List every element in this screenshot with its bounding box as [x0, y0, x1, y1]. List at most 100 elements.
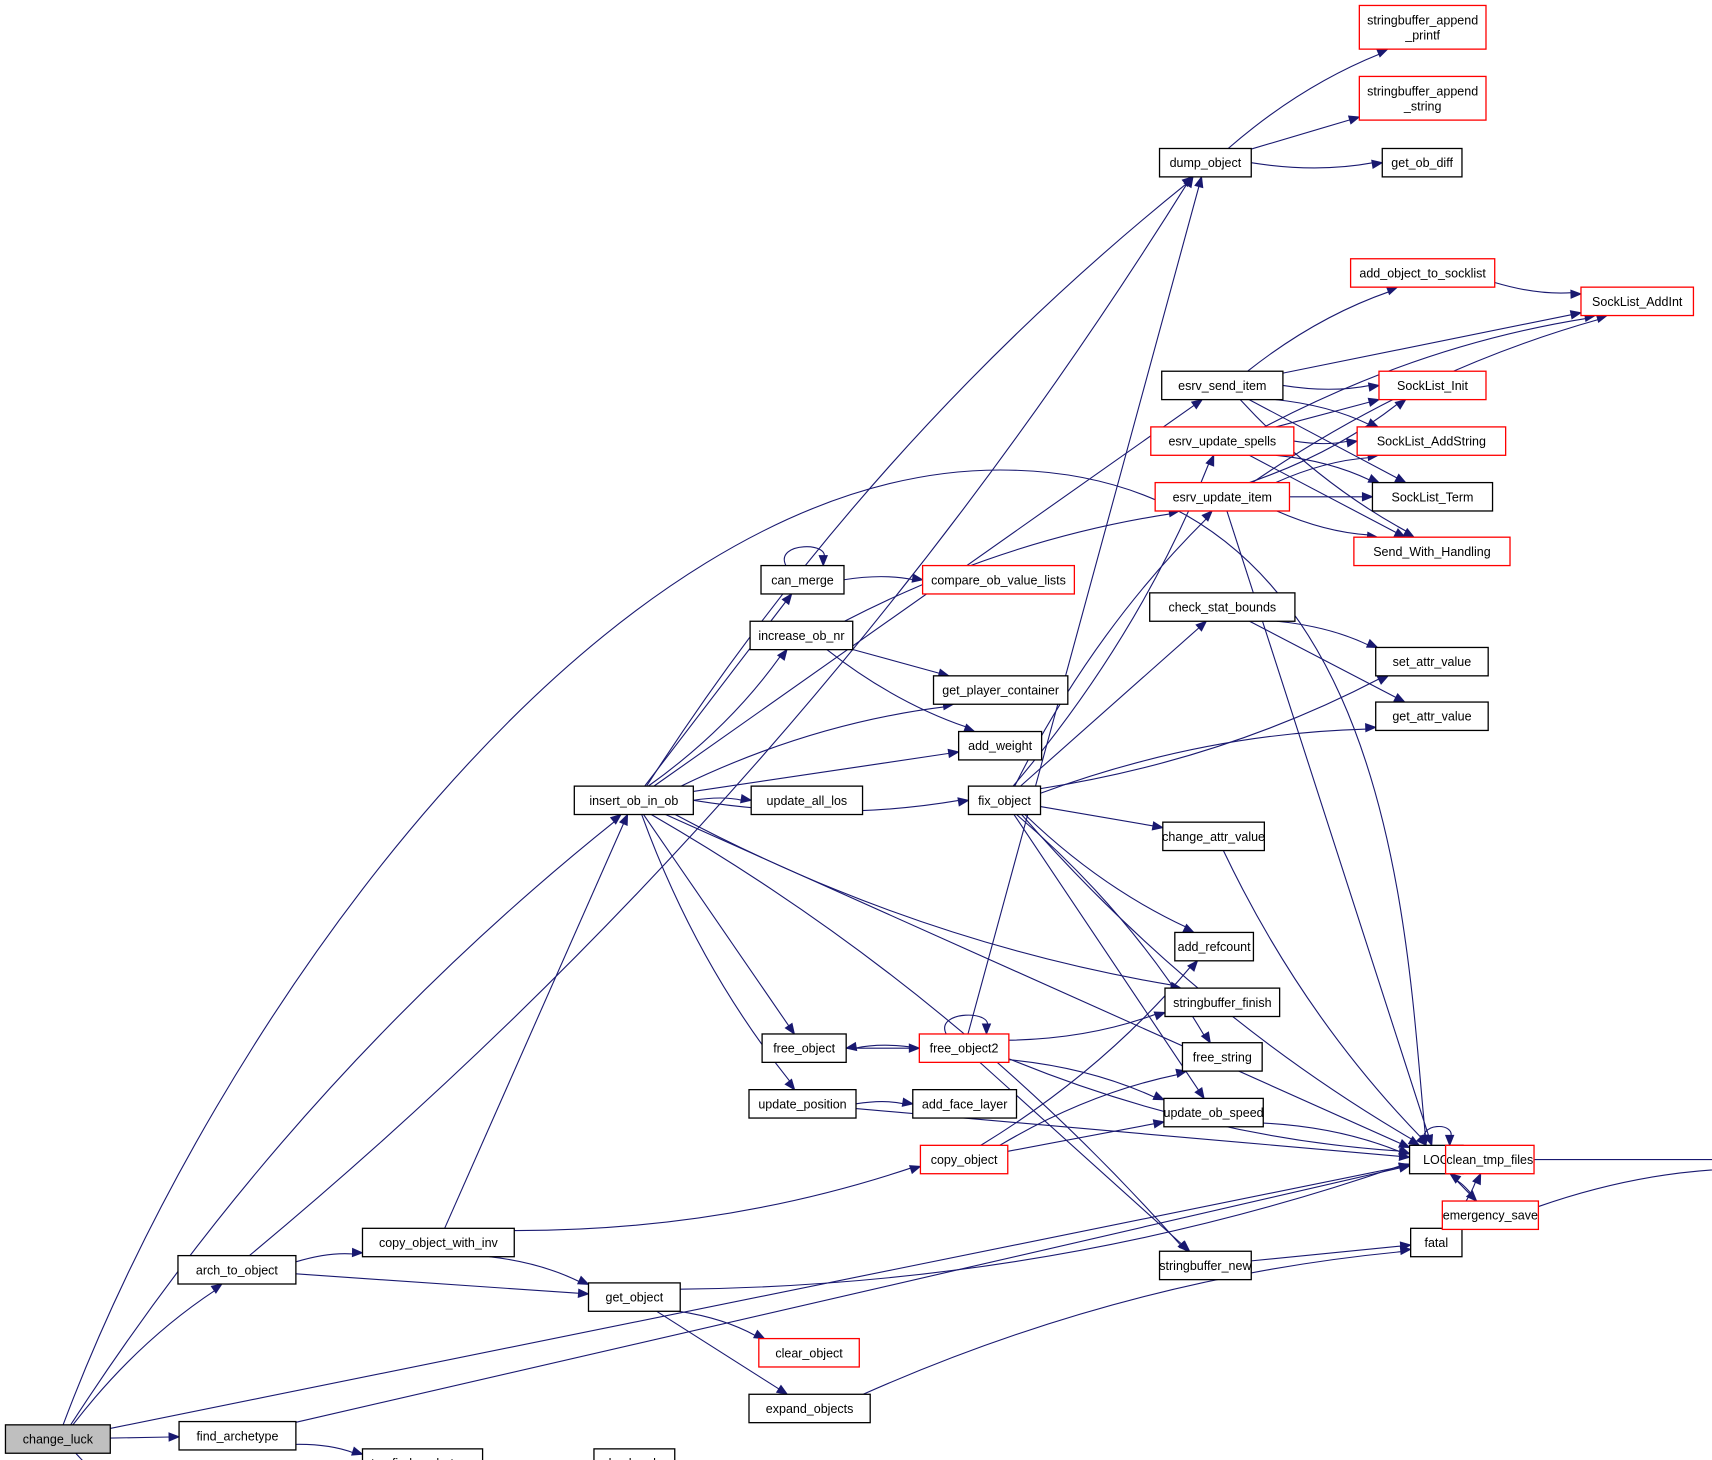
node-hasharch[interactable]: hasharch: [593, 1448, 676, 1460]
node-try_find_archetype[interactable]: try_find_archetype: [361, 1448, 484, 1460]
node-label: SockList_AddString: [1377, 435, 1486, 449]
edge-line: [295, 1253, 354, 1263]
node-change_luck[interactable]: change_luck: [4, 1424, 111, 1454]
node-compare_ob_value_lists[interactable]: compare_ob_value_lists: [921, 564, 1076, 595]
node-box: [1349, 258, 1496, 288]
node-can_merge[interactable]: can_merge: [760, 564, 845, 595]
node-set_attr_value[interactable]: set_attr_value: [1375, 646, 1489, 677]
arrowhead-icon: [618, 813, 629, 827]
node-label: change_luck: [23, 1433, 94, 1447]
edge-line: [1275, 399, 1370, 426]
node-stringbuffer_append_string[interactable]: stringbuffer_append_string: [1358, 75, 1487, 121]
node-stringbuffer_finish[interactable]: stringbuffer_finish: [1164, 987, 1281, 1018]
node-esrv_update_item[interactable]: esrv_update_item: [1154, 481, 1291, 512]
node-copy_object[interactable]: copy_object: [919, 1144, 1009, 1175]
node-fatal[interactable]: fatal: [1410, 1227, 1463, 1258]
node-box: [587, 1282, 681, 1312]
edge-line: [646, 183, 1188, 787]
node-label: get_attr_value: [1392, 710, 1471, 724]
node-label: stringbuffer_new: [1159, 1259, 1252, 1273]
node-add_object_to_socklist[interactable]: add_object_to_socklist: [1349, 258, 1496, 288]
node-emergency_save[interactable]: emergency_save: [1441, 1200, 1540, 1231]
edge-insert_ob_in_ob-to-stringbuffer_new: [650, 814, 1189, 1253]
node-update_ob_speed[interactable]: update_ob_speed: [1163, 1097, 1264, 1128]
node-copy_object_with_inv[interactable]: copy_object_with_inv: [361, 1227, 515, 1258]
node-label: free_string: [1193, 1050, 1252, 1064]
node-add_refcount[interactable]: add_refcount: [1174, 931, 1255, 962]
node-label: set_attr_value: [1393, 655, 1472, 669]
edge-line: [665, 814, 1402, 1145]
arrowhead-icon: [781, 592, 793, 606]
node-label: SockList_Init: [1397, 379, 1468, 393]
edge-get_object-to-LOG: [680, 1163, 1411, 1290]
node-update_all_los[interactable]: update_all_los: [750, 785, 864, 816]
edge-line: [1247, 291, 1390, 372]
node-insert_ob_in_ob[interactable]: insert_ob_in_ob: [573, 785, 694, 816]
edge-line: [1040, 728, 1367, 794]
node-box: [1163, 1097, 1264, 1128]
node-free_object2[interactable]: free_object2: [918, 1033, 1010, 1064]
arrowhead-icon: [1194, 1087, 1205, 1100]
node-esrv_update_spells[interactable]: esrv_update_spells: [1150, 426, 1295, 456]
edge-line: [1249, 620, 1397, 699]
node-label: insert_ob_in_ob: [589, 794, 678, 808]
edge-find_archetype-to-try_find_archetype: [295, 1443, 364, 1456]
node-add_weight[interactable]: add_weight: [957, 730, 1043, 761]
edge-can_merge-to-compare_ob_value_lists: [843, 573, 924, 583]
edge-fix_object-to-LOG: [1021, 814, 1421, 1147]
arrowhead-icon: [1402, 527, 1416, 538]
edge-line: [1494, 281, 1573, 294]
edge-line: [852, 648, 941, 674]
node-Send_With_Handling[interactable]: Send_With_Handling: [1353, 536, 1511, 567]
arrowhead-icon: [1423, 1133, 1434, 1147]
node-dump_object[interactable]: dump_object: [1158, 147, 1252, 178]
edge-insert_ob_in_ob-to-increase_ob_nr: [647, 648, 788, 787]
node-increase_ob_nr[interactable]: increase_ob_nr: [749, 620, 854, 651]
node-box: [1444, 1144, 1535, 1175]
edge-line: [1538, 1169, 1712, 1208]
node-get_attr_value[interactable]: get_attr_value: [1375, 701, 1489, 732]
node-esrv_send_item[interactable]: esrv_send_item: [1161, 370, 1284, 401]
node-add_face_layer[interactable]: add_face_layer: [912, 1089, 1018, 1119]
node-clean_tmp_files[interactable]: clean_tmp_files: [1444, 1144, 1535, 1175]
node-label: hasharch: [609, 1457, 660, 1460]
edge-update_ob_speed-to-LOG: [1263, 1122, 1411, 1155]
node-SockList_AddInt[interactable]: SockList_AddInt: [1580, 286, 1695, 317]
node-SockList_Init[interactable]: SockList_Init: [1378, 370, 1487, 401]
node-free_string[interactable]: free_string: [1181, 1042, 1263, 1072]
node-SockList_AddString[interactable]: SockList_AddString: [1356, 426, 1507, 456]
node-find_archetype[interactable]: find_archetype: [178, 1420, 297, 1451]
node-label: stringbuffer_append: [1367, 84, 1478, 98]
node-get_player_container[interactable]: get_player_container: [932, 675, 1069, 705]
node-SockList_Term[interactable]: SockList_Term: [1371, 481, 1494, 512]
node-arch_to_object[interactable]: arch_to_object: [177, 1254, 297, 1285]
edge-line: [295, 1443, 354, 1454]
node-free_object[interactable]: free_object: [761, 1033, 847, 1064]
node-update_position[interactable]: update_position: [748, 1089, 857, 1119]
node-box: [1580, 286, 1695, 317]
edge-line: [999, 1073, 1179, 1146]
edge-arch_to_object-to-copy_object_with_inv: [295, 1247, 364, 1263]
edge-line: [514, 1167, 912, 1232]
node-expand_objects[interactable]: expand_objects: [748, 1393, 871, 1424]
edge-free_object2-to-free_object2: [944, 1014, 992, 1036]
edge-line: [489, 1256, 581, 1283]
edge-insert_ob_in_ob-to-stringbuffer_finish: [674, 814, 1183, 991]
node-fix_object[interactable]: fix_object: [967, 785, 1042, 816]
node-get_object[interactable]: get_object: [587, 1282, 681, 1312]
node-clear_object[interactable]: clear_object: [758, 1337, 860, 1368]
edge-line: [1007, 1123, 1156, 1152]
arrowhead-icon: [775, 1384, 789, 1395]
edge-free_object2-to-stringbuffer_new: [979, 1061, 1191, 1253]
node-stringbuffer_new[interactable]: stringbuffer_new: [1158, 1250, 1252, 1281]
edge-line: [843, 576, 914, 581]
node-stringbuffer_append_printf[interactable]: stringbuffer_append_printf: [1358, 4, 1487, 50]
edge-line: [70, 820, 616, 1426]
node-change_attr_value[interactable]: change_attr_value: [1162, 821, 1265, 852]
node-check_stat_bounds[interactable]: check_stat_bounds: [1149, 592, 1296, 622]
node-get_ob_diff[interactable]: get_ob_diff: [1381, 147, 1463, 178]
node-label: Send_With_Handling: [1373, 545, 1490, 559]
edge-arch_to_object-to-get_object: [295, 1273, 590, 1298]
edge-line: [653, 404, 1196, 787]
arrowhead-icon: [1367, 397, 1381, 407]
